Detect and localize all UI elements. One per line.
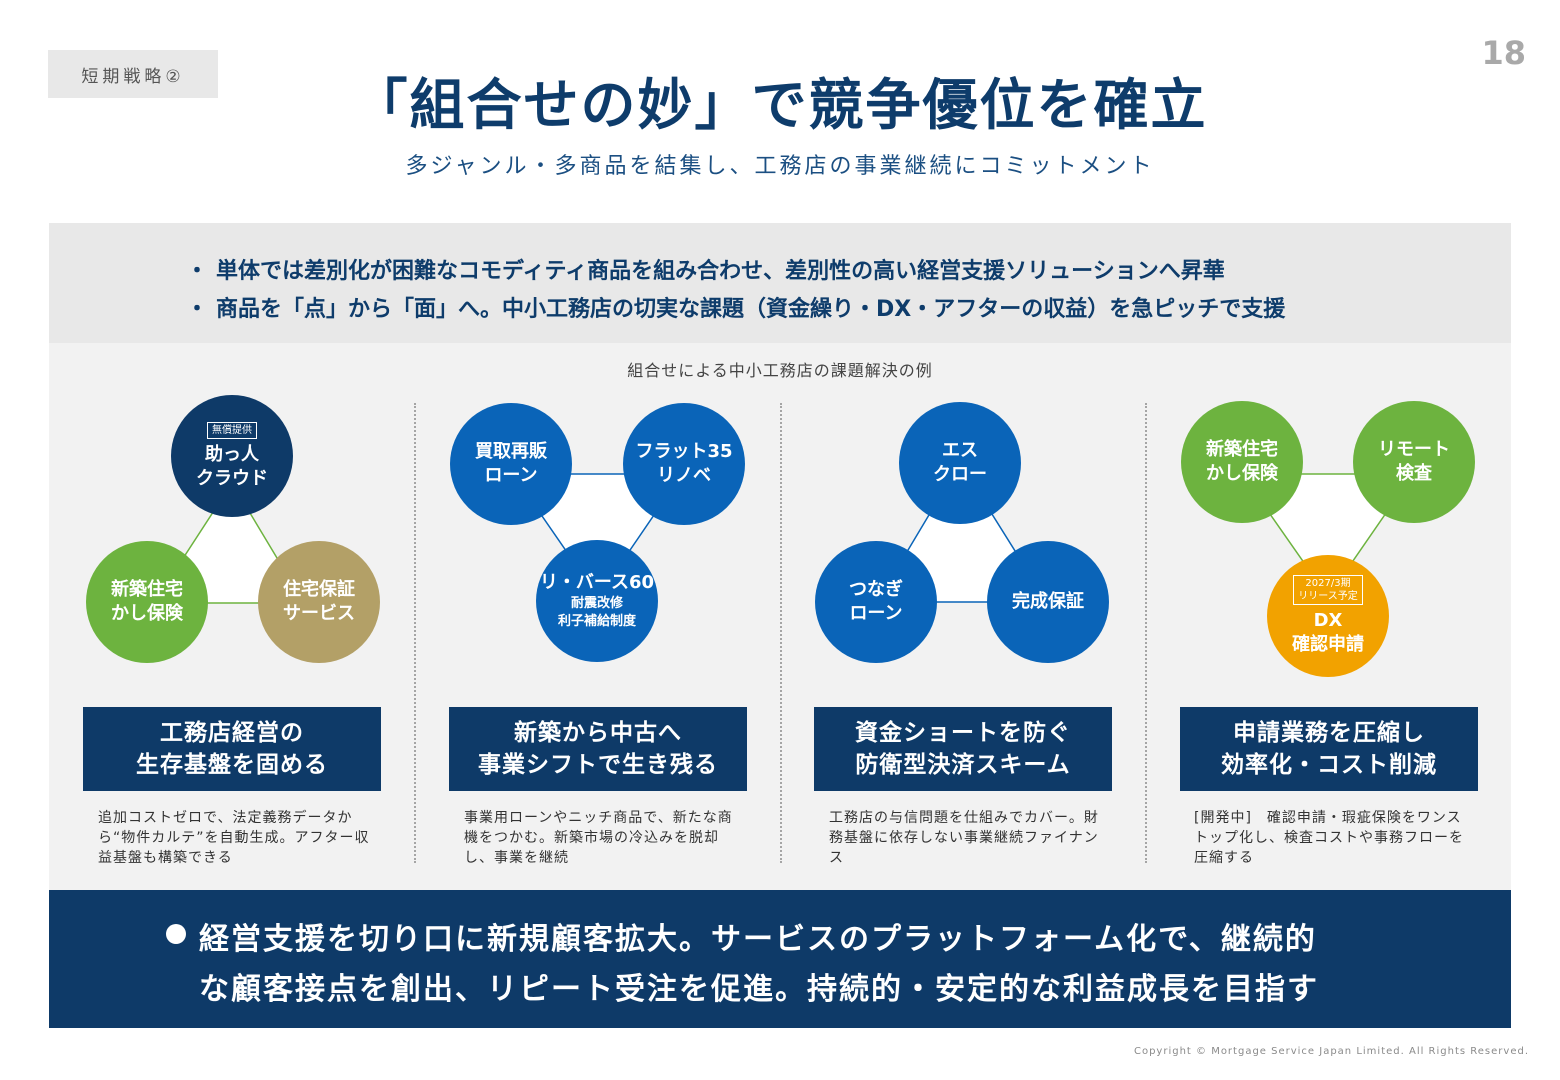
column-title-line: 工務店経営の	[160, 720, 304, 746]
node-label: 新築住宅	[1206, 439, 1278, 460]
node-label: 確認申請	[1292, 634, 1364, 655]
node-label: 完成保証	[1012, 591, 1084, 612]
free-badge: 無償提供	[207, 421, 257, 439]
node-label: フラット35	[635, 441, 733, 462]
column-title: 資金ショートを防ぐ 防衛型決済スキーム	[814, 707, 1112, 791]
page-number: 18	[1481, 34, 1526, 72]
column-title-line: 防衛型決済スキーム	[855, 752, 1071, 778]
badge-line: リリース予定	[1298, 591, 1358, 602]
node-label: DX	[1313, 610, 1343, 631]
node-label: かし保険	[111, 603, 183, 624]
node-label: エス	[942, 440, 978, 461]
summary-bullets: ・単体では差別化が困難なコモディティ商品を組み合わせ、差別性の高い経営支援ソリュ…	[49, 223, 1511, 343]
column-title-line: 生存基盤を固める	[136, 752, 328, 778]
column-description: 工務店の与信問題を仕組みでカバー。財務基盤に依存しない事業継続ファイナンス	[829, 810, 1099, 866]
bullet-dot: ・	[186, 259, 209, 284]
node-label: かし保険	[1206, 463, 1278, 484]
bullet-item: ・単体では差別化が困難なコモディティ商品を組み合わせ、差別性の高い経営支援ソリュ…	[186, 253, 1225, 285]
node-sublabel: 利子補給制度	[557, 614, 636, 629]
conclusion-line: 経営支援を切り口に新規顧客拡大。サービスのプラットフォーム化で、継続的	[199, 922, 1317, 957]
column-description: 事業用ローンやニッチ商品で、新たな商機をつかむ。新築市場の冷込みを脱却し、事業を…	[464, 810, 733, 866]
node-circle: 住宅保証 サービス	[258, 541, 380, 663]
node-label: リモート	[1378, 439, 1450, 460]
column-title-line: 資金ショートを防ぐ	[855, 720, 1071, 746]
example-column-3: エス クロー つなぎ ローン 完成保証 資金ショートを防ぐ 防衛型決済スキーム …	[780, 343, 1146, 890]
column-title-line: 効率化・コスト削減	[1221, 752, 1437, 778]
column-divider	[414, 403, 416, 863]
column-divider	[780, 403, 782, 863]
node-circle: リ・バース60 耐震改修 利子補給制度	[536, 540, 658, 662]
example-column-1: 無償提供 助っ人 クラウド 新築住宅 かし保険 住宅保証 サービス 工務店経営の…	[49, 343, 415, 890]
bullet-text: 商品を「点」から「面」へ。中小工務店の切実な課題（資金繰り・DX・アフターの収益…	[216, 297, 1286, 322]
node-circle: 2027/3期 リリース予定 DX 確認申請	[1267, 555, 1389, 677]
examples-panel: 組合せによる中小工務店の課題解決の例 無償提供 助っ人 クラウド 新築住宅 かし…	[49, 343, 1511, 890]
column-description: 追加コストゼロで、法定義務データから“物件カルテ”を自動生成。アフター収益基盤も…	[98, 810, 370, 866]
examples-caption: 組合せによる中小工務店の課題解決の例	[627, 361, 933, 380]
column-title: 申請業務を圧縮し 効率化・コスト削減	[1180, 707, 1478, 791]
node-label: 住宅保証	[283, 579, 355, 600]
node-label: ローン	[484, 465, 538, 486]
column-title: 工務店経営の 生存基盤を固める	[83, 707, 381, 791]
node-label: リ・バース60	[539, 572, 655, 593]
conclusion-line: な顧客接点を創出、リピート受注を促進。持続的・安定的な利益成長を目指す	[199, 972, 1319, 1007]
node-circle: 新築住宅 かし保険	[86, 541, 208, 663]
column-title-line: 申請業務を圧縮し	[1233, 720, 1425, 746]
node-label: 検査	[1396, 463, 1432, 484]
release-badge: 2027/3期 リリース予定	[1293, 575, 1363, 605]
node-circle: フラット35 リノベ	[623, 403, 745, 525]
node-circle: 買取再販 ローン	[450, 403, 572, 525]
bullet-item: ・商品を「点」から「面」へ。中小工務店の切実な課題（資金繰り・DX・アフターの収…	[186, 291, 1285, 323]
node-sublabel: 耐震改修	[570, 596, 623, 611]
node-label: ローン	[849, 603, 903, 624]
node-circle: エス クロー	[899, 402, 1021, 524]
node-label: クロー	[933, 464, 987, 485]
section-tag: 短期戦略②	[48, 50, 218, 98]
node-circle: 新築住宅 かし保険	[1181, 401, 1303, 523]
node-label: つなぎ	[849, 579, 903, 600]
conclusion-banner: 経営支援を切り口に新規顧客拡大。サービスのプラットフォーム化で、継続的 な顧客接…	[49, 890, 1511, 1028]
node-label: リノベ	[657, 465, 711, 486]
node-label: 助っ人	[205, 443, 259, 465]
node-label: 新築住宅	[111, 579, 183, 600]
node-label: クラウド	[196, 467, 268, 489]
bullet-dot: ・	[186, 297, 209, 322]
bullet-dot-icon	[166, 924, 186, 944]
node-circle: 無償提供 助っ人 クラウド	[171, 395, 293, 517]
page-subtitle: 多ジャンル・多商品を結集し、工務店の事業継続にコミットメント	[405, 154, 1155, 179]
bullet-text: 単体では差別化が困難なコモディティ商品を組み合わせ、差別性の高い経営支援ソリュー…	[216, 259, 1225, 284]
example-column-2: 買取再販 ローン フラット35 リノベ リ・バース60 耐震改修 利子補給制度 …	[415, 343, 781, 890]
node-label: サービス	[283, 603, 355, 624]
node-label: 買取再販	[475, 441, 547, 462]
copyright: Copyright © Mortgage Service Japan Limit…	[1133, 1046, 1529, 1057]
column-description: [開発中] 確認申請・瑕疵保険をワンストップ化し、検査コストや事務フローを圧縮す…	[1194, 810, 1464, 866]
column-divider	[1145, 403, 1147, 863]
page-title: 「組合せの妙」で競争優位を確立	[352, 73, 1208, 137]
example-column-4: 新築住宅 かし保険 リモート 検査 2027/3期 リリース予定 DX 確認申請…	[1145, 343, 1511, 890]
node-circle: つなぎ ローン	[815, 541, 937, 663]
node-circle: 完成保証	[987, 541, 1109, 663]
column-title-line: 新築から中古へ	[514, 720, 682, 746]
node-circle: リモート 検査	[1353, 401, 1475, 523]
badge-line: 2027/3期	[1305, 578, 1351, 589]
column-title: 新築から中古へ 事業シフトで生き残る	[449, 707, 747, 791]
column-title-line: 事業シフトで生き残る	[478, 752, 718, 778]
